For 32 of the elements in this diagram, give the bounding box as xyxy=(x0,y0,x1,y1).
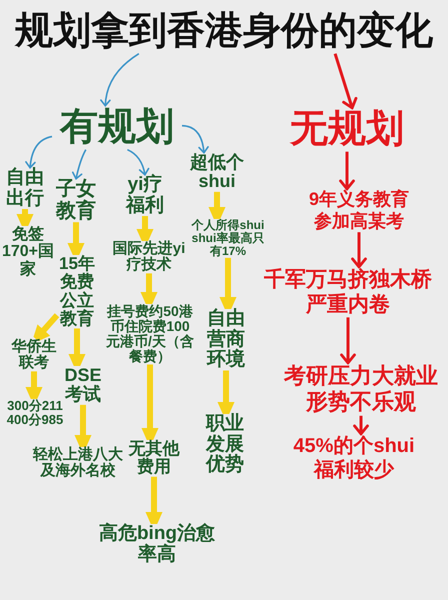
benefit-text: 免签170+国家 xyxy=(1,226,55,278)
benefit-text: 华侨生联考 xyxy=(10,339,58,372)
curved-arrow xyxy=(25,136,52,168)
benefit-text: 子女教育 xyxy=(54,179,98,222)
title-heading: 规划拿到香港身份的变化 xyxy=(0,10,448,54)
arrow xyxy=(353,416,369,436)
arrow xyxy=(339,152,355,190)
branch-heading: 有规划 xyxy=(52,106,182,150)
benefit-text: 高危bing治愈率高 xyxy=(94,524,220,566)
arrow xyxy=(340,317,356,364)
benefit-text: 自由出行 xyxy=(4,168,46,210)
benefit-text: yi疗福利 xyxy=(123,175,167,216)
outcome-text: 45%的个shui福利较少 xyxy=(290,434,418,482)
benefit-text: 职业发展优势 xyxy=(204,414,246,476)
branch-heading: 无规划 xyxy=(282,108,412,152)
arrow xyxy=(351,232,367,268)
benefit-text: 个人所得shui shui率最高只有17% xyxy=(189,219,267,258)
curved-arrow xyxy=(72,149,86,180)
benefit-text: 自由营商环境 xyxy=(205,309,247,371)
outcome-text: 千军万马挤独木桥严重内卷 xyxy=(262,267,434,318)
benefit-text: 15年免费公立教育 xyxy=(57,255,97,328)
benefit-text: 超低个shui xyxy=(186,153,248,192)
benefit-text: 挂号费约50港币住院费100元港币/天（含餐费） xyxy=(104,304,196,364)
benefit-text: 轻松上港八大及海外名校 xyxy=(32,447,124,480)
outcome-text: 9年义务教育参加高某考 xyxy=(301,189,417,232)
outcome-text: 考研压力大就业形势不乐观 xyxy=(283,363,439,416)
benefit-text: 国际先进yi疗技术 xyxy=(111,241,187,274)
curved-arrow xyxy=(127,148,150,176)
curved-arrow xyxy=(182,124,209,154)
curved-arrow xyxy=(100,53,140,106)
arrow xyxy=(334,53,358,110)
benefit-text: 无其他费用 xyxy=(127,440,181,477)
